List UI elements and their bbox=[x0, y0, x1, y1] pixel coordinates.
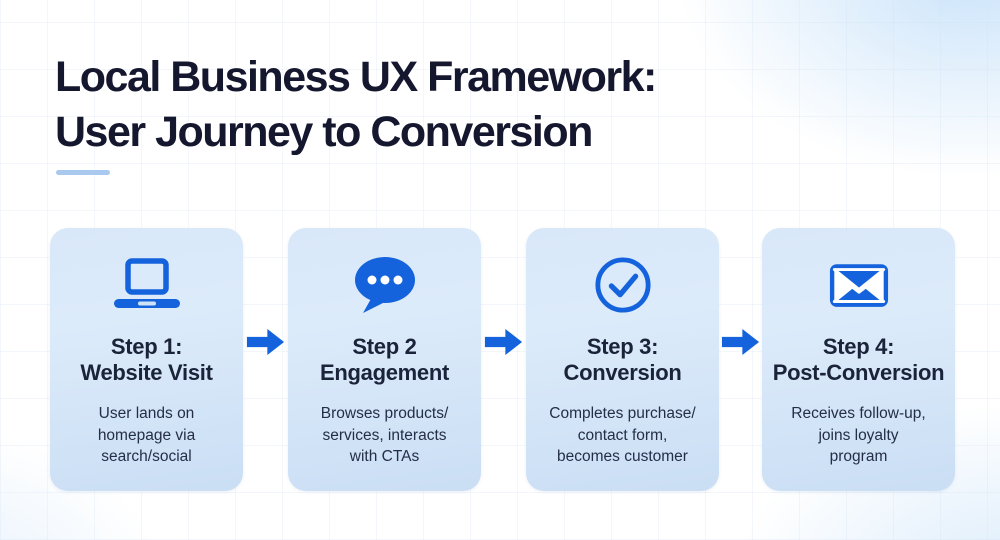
step-description: User lands on homepage via search/social bbox=[97, 405, 196, 465]
page-title-line1: Local Business UX Framework: bbox=[55, 53, 657, 101]
step-card-engagement: Step 2 Engagement Browses products/ serv… bbox=[288, 228, 481, 491]
step-description: Browses products/ services, interacts wi… bbox=[320, 405, 449, 465]
step-title: Step 4: Post-Conversion bbox=[772, 334, 945, 385]
envelope-icon bbox=[762, 256, 955, 314]
check-circle-icon bbox=[526, 256, 719, 314]
step-title: Step 3: Conversion bbox=[563, 334, 682, 385]
chat-bubble-icon bbox=[288, 256, 481, 314]
page-title: Local Business UX Framework: User Journey… bbox=[55, 50, 657, 160]
arrow-right-icon bbox=[246, 329, 285, 355]
step-card-website-visit: Step 1: Website Visit User lands on home… bbox=[50, 228, 243, 491]
title-underline-divider bbox=[56, 170, 110, 175]
page-title-line2: User Journey to Conversion bbox=[55, 108, 593, 156]
laptop-icon bbox=[50, 256, 243, 314]
step-title: Step 2 Engagement bbox=[319, 334, 450, 385]
step-title: Step 1: Website Visit bbox=[80, 334, 213, 385]
arrow-right-icon bbox=[484, 329, 523, 355]
step-description: Receives follow-up, joins loyalty progra… bbox=[791, 405, 926, 465]
step-card-conversion: Step 3: Conversion Completes purchase/ c… bbox=[526, 228, 719, 491]
step-card-post-conversion: Step 4: Post-Conversion Receives follow-… bbox=[762, 228, 955, 491]
step-description: Completes purchase/ contact form, become… bbox=[549, 405, 696, 465]
arrow-right-icon bbox=[721, 329, 760, 355]
